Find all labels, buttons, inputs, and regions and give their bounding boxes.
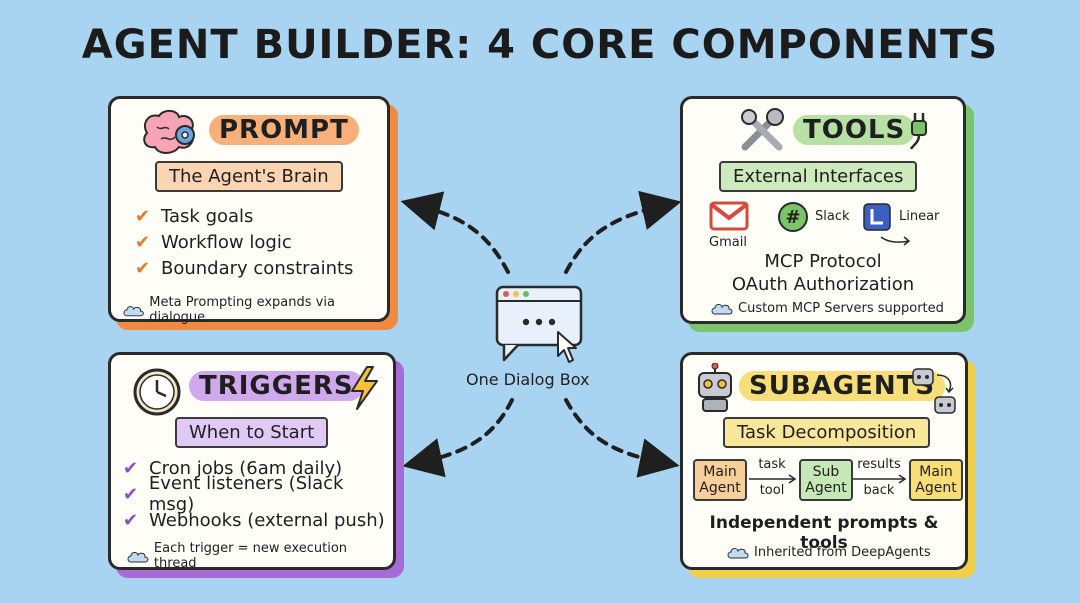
flow-tool-label: tool [759,483,785,498]
prompt-subtitle: The Agent's Brain [155,161,343,192]
oauth-line: OAuth Authorization [731,274,915,295]
tools-subtitle: External Interfaces [719,161,918,192]
plug-icon [909,113,927,150]
lightning-icon [351,366,378,410]
robot-icon [698,363,732,412]
cloud-icon [711,304,733,315]
gmail-label: Gmail [709,235,747,250]
triggers-checklist: ✔Cron jobs (6am daily) ✔Event listeners … [123,455,393,533]
linear-label: Linear [899,209,940,224]
small-robots-icon [912,368,956,414]
arrow-to-tools [564,190,682,274]
check-icon: ✔ [123,483,139,505]
list-item: ✔Workflow logic [135,231,292,253]
list-item: ✔Event listeners (Slack msg) [123,473,344,515]
center-label: One Dialog Box [466,370,590,389]
check-icon: ✔ [135,231,151,253]
list-item: ✔Task goals [135,205,254,227]
list-item: ✔Boundary constraints [135,257,354,279]
check-icon: ✔ [123,509,139,531]
list-item: ✔Webhooks (external push) [123,509,385,531]
brain-gear-icon [143,109,195,154]
flow-task-label: task [758,457,786,472]
tools-footer: Custom MCP Servers supported [711,301,944,316]
list-item: ✔Cron jobs (6am daily) [123,457,343,479]
slack-label: Slack [815,209,850,224]
svg-text:#: # [785,207,800,228]
slack-icon: # [778,202,808,232]
main-agent-box-1: Main Agent [693,459,747,501]
flow-back-label: back [863,483,895,498]
wrench-icon [741,108,784,151]
main-agent-box-2: Main Agent [909,459,963,501]
page-title: AGENT BUILDER: 4 CORE COMPONENTS [81,22,999,68]
gmail-icon [709,201,749,231]
linear-icon [863,203,891,231]
sub-agent-box: Sub Agent [799,459,853,501]
prompt-header: PROMPT [209,115,359,145]
subagents-card: SUBAGENTS Task Decomposition Main Agent … [680,352,968,570]
dialog-box-icon [495,285,583,363]
triggers-subtitle: When to Start [175,417,329,448]
cloud-icon [727,548,749,559]
subagents-subtitle: Task Decomposition [723,417,931,448]
independent-note: Independent prompts & tools [709,513,939,553]
triggers-header: TRIGGERS [189,371,364,401]
triggers-card: TRIGGERS When to Start ✔Cron jobs (6am d… [108,352,396,571]
tools-header: TOOLS [793,115,916,145]
arrow-to-triggers [402,398,514,478]
prompt-footer: Meta Prompting expands via dialogue [123,295,387,325]
arrow-right-icon [880,236,911,246]
check-icon: ✔ [135,205,151,227]
clock-icon [133,368,181,416]
arrow-to-prompt [400,191,510,274]
flow-arrows [749,474,907,484]
triggers-footer: Each trigger = new execution thread [127,541,393,571]
cloud-icon [123,305,144,316]
prompt-card: PROMPT The Agent's Brain ✔Task goals ✔Wo… [108,96,390,325]
mcp-protocol-line: MCP Protocol [764,251,882,272]
tools-card: TOOLS External Interfaces Gmail # Slack … [680,96,966,324]
check-icon: ✔ [123,457,139,479]
subagents-footer: Inherited from DeepAgents [727,545,931,560]
prompt-checklist: ✔Task goals ✔Workflow logic ✔Boundary co… [135,203,353,281]
arrow-to-subagents [564,398,680,478]
check-icon: ✔ [135,257,151,279]
cloud-icon [127,551,149,562]
subagents-header: SUBAGENTS [739,371,946,401]
flow-results-label: results [857,457,901,472]
